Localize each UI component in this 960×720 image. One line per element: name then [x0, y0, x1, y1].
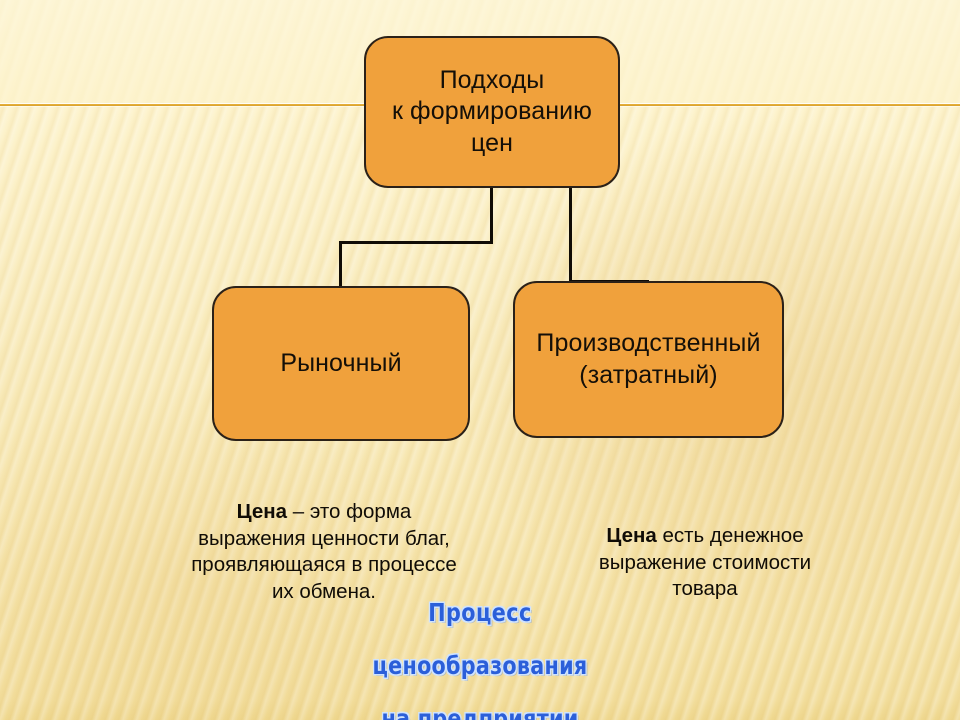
caption-production-text: есть денежное выражение стоимости товара	[598, 524, 812, 601]
caption-market: Цена – это форма выражения ценности благ…	[188, 473, 460, 605]
background-stripes	[0, 105, 960, 720]
caption-market-lead: Цена	[236, 500, 288, 524]
caption-market-text: – это форма выражения ценности благ, про…	[191, 500, 457, 603]
caption-production: Цена есть денежное выражение стоимости т…	[592, 497, 818, 603]
connector-left-vertical-upper	[490, 188, 493, 244]
diagram-node-production: Производственный (затратный)	[513, 281, 784, 438]
connector-left-vertical-lower	[339, 241, 342, 288]
connector-left-horizontal	[339, 241, 493, 244]
diagram-node-root: Подходы к формированию цен	[364, 36, 620, 188]
connector-right-vertical	[569, 188, 572, 283]
caption-production-lead: Цена	[606, 524, 657, 548]
diagram-node-market: Рыночный	[212, 286, 470, 441]
